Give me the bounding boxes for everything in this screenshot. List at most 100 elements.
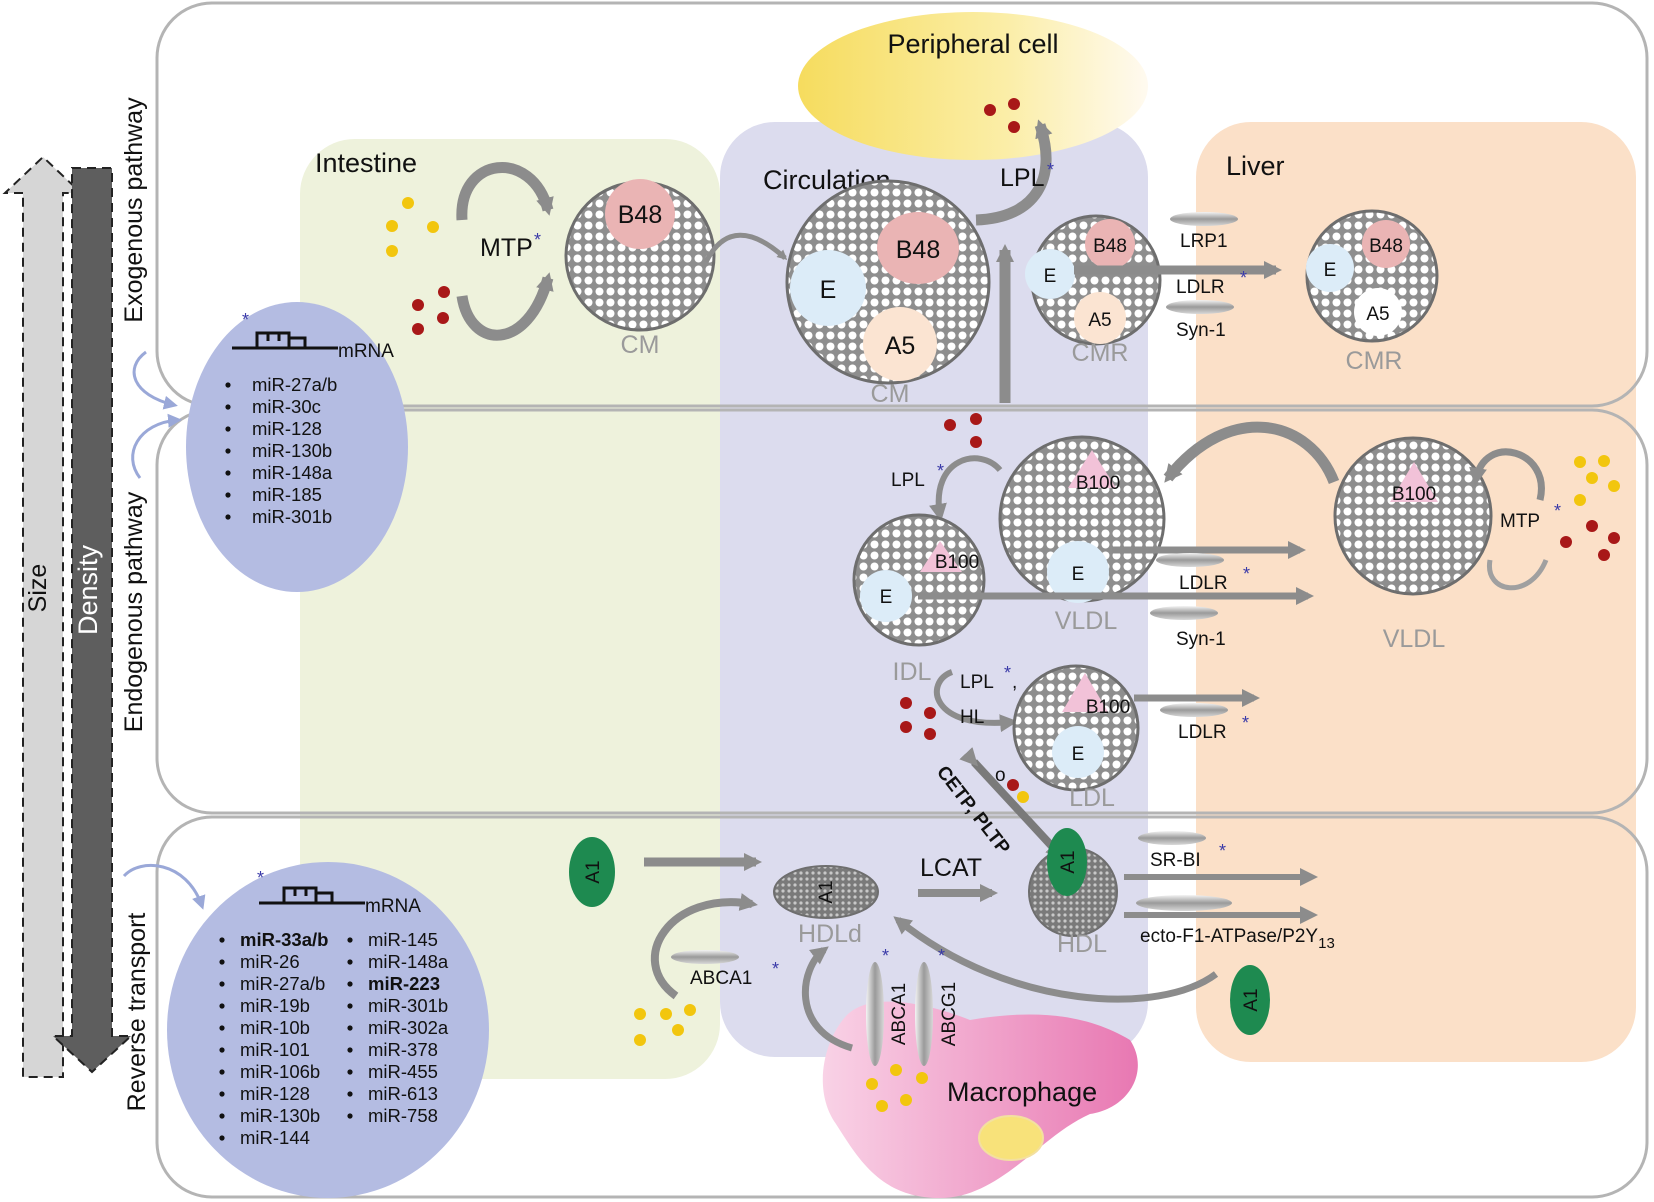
reverse-transport-label: Reverse transport xyxy=(123,913,151,1112)
mrna-glyph-top xyxy=(232,331,338,350)
a1-label: A1 xyxy=(583,860,604,883)
idl-particle: B100 E xyxy=(852,513,986,647)
list-bullet xyxy=(347,1025,353,1031)
o-label: o xyxy=(995,765,1006,786)
list-bullet xyxy=(225,470,231,476)
cmr-particle-liver: B48 E A5 xyxy=(1305,209,1439,343)
macrophage-cholesterol-dots xyxy=(866,1064,928,1112)
apo-e-label: E xyxy=(820,276,837,304)
lpl-hl-comma: , xyxy=(1012,672,1017,693)
list-bullet xyxy=(347,981,353,987)
abca1-label-left: ABCA1 xyxy=(690,968,752,989)
abca1-star-left: * xyxy=(772,959,779,979)
abca1-star-macrophage: * xyxy=(882,946,889,966)
hdl-label: HDL xyxy=(1057,930,1107,958)
list-bullet xyxy=(219,1047,225,1053)
mirna-item: miR-26 xyxy=(240,951,300,972)
a1-label: A1 xyxy=(1241,988,1262,1011)
syn1-receptor-endogenous xyxy=(1150,606,1218,620)
ldl-particle: B100 E xyxy=(1012,664,1140,792)
macrophage-efflux-arrow xyxy=(801,946,854,1052)
ldlr-star-exogenous: * xyxy=(1240,268,1247,288)
mirna-bubble-bottom xyxy=(167,862,489,1198)
mrna-star-bottom: * xyxy=(257,868,264,888)
hdld-label: HDLd xyxy=(798,920,862,948)
size-label: Size xyxy=(24,564,52,613)
apo-e-label: E xyxy=(1324,260,1337,281)
cm-label-intestine: CM xyxy=(621,331,660,359)
list-bullet xyxy=(225,382,231,388)
mirna-list-bottom: miR-33a/bmiR-26miR-27a/bmiR-19bmiR-10bmi… xyxy=(219,929,449,1148)
vldl-label-liver: VLDL xyxy=(1383,625,1446,653)
list-bullet xyxy=(219,1003,225,1009)
density-arrow xyxy=(50,167,134,1074)
list-bullet xyxy=(225,492,231,498)
a5-label: A5 xyxy=(1366,304,1389,325)
b48-label: B48 xyxy=(1093,236,1127,257)
b100-label: B100 xyxy=(1086,697,1130,718)
abca1-transporter-macrophage xyxy=(866,962,884,1066)
b100-label: B100 xyxy=(1076,473,1120,494)
lpl-hl-star: * xyxy=(1004,663,1011,683)
list-bullet xyxy=(225,448,231,454)
ldlr-star-ldl: * xyxy=(1242,713,1249,733)
mtp-arrow-liver-lower xyxy=(1487,558,1549,591)
endogenous-pathway-frame xyxy=(155,408,1649,815)
a1-free-apo xyxy=(569,837,615,907)
ldlr-label-endogenous: LDLR xyxy=(1179,573,1228,594)
vldl-secretion-arrow xyxy=(1163,421,1340,485)
syn1-receptor-exogenous xyxy=(1166,300,1234,314)
lpl-arrow-endogenous xyxy=(929,455,1003,522)
list-bullet xyxy=(219,1091,225,1097)
list-bullet xyxy=(219,1025,225,1031)
vldl-particle-liver: B100 xyxy=(1333,436,1493,596)
mirna-item: miR-128 xyxy=(240,1083,310,1104)
list-bullet xyxy=(225,514,231,520)
mirna-item: miR-301b xyxy=(368,995,448,1016)
lpl-label-endogenous: LPL xyxy=(891,470,925,491)
abca1-receptor-left xyxy=(671,950,739,964)
lpl-arrow-exogenous xyxy=(975,119,1053,226)
cmr-label-circulation: CMR xyxy=(1072,339,1129,367)
abcg1-label-macrophage: ABCG1 xyxy=(939,982,960,1046)
abcg1-transporter-macrophage xyxy=(915,962,933,1066)
list-bullet xyxy=(219,981,225,987)
mirna-item: miR-378 xyxy=(368,1039,438,1060)
size-arrow xyxy=(2,155,84,1078)
a5-label: A5 xyxy=(885,332,916,360)
list-bullet xyxy=(219,1113,225,1119)
mtp-label-intestine: MTP xyxy=(480,234,533,262)
liver-cholesterol-dots xyxy=(1574,455,1620,506)
list-bullet xyxy=(347,959,353,965)
mirna-item: miR-130b xyxy=(252,440,332,461)
abcg1-star-macrophage: * xyxy=(938,946,945,966)
mtp-arrow-upper xyxy=(456,162,554,221)
ecto-label: ecto-F1-ATPase/P2Y13 xyxy=(1140,926,1335,952)
mirna-item: miR-10b xyxy=(240,1017,310,1038)
b48-label: B48 xyxy=(1369,236,1403,257)
mtp-arrow-lower xyxy=(456,272,554,341)
list-bullet xyxy=(219,937,225,943)
mirna-item: miR-613 xyxy=(368,1083,438,1104)
mirna-item: miR-33a/b xyxy=(240,929,328,950)
intestine-cholesterol-dots xyxy=(386,197,439,257)
mirna-item: miR-758 xyxy=(368,1105,438,1126)
list-bullet xyxy=(347,1091,353,1097)
cm-secretion-arrow xyxy=(703,232,788,264)
peripheral-cell xyxy=(798,12,1148,160)
mirna-item: miR-302a xyxy=(368,1017,449,1038)
lrp1-receptor xyxy=(1170,212,1238,226)
vldl-particle-circulation: B100 E xyxy=(998,435,1166,603)
mirna-item: miR-106b xyxy=(240,1061,320,1082)
cmr-particle-circulation: B48 E A5 xyxy=(1025,214,1162,346)
abca1-label-macrophage: ABCA1 xyxy=(889,983,910,1045)
srbi-label: SR-BI xyxy=(1150,850,1201,871)
b100-label: B100 xyxy=(1392,484,1436,505)
mirna-item: miR-144 xyxy=(240,1127,310,1148)
mirna-item: miR-148a xyxy=(252,462,333,483)
a1-label: A1 xyxy=(1058,850,1079,873)
exchange-triglyceride-dot xyxy=(1007,779,1019,791)
reverse-transport-frame xyxy=(155,815,1649,1199)
intestine-efflux-cholesterol-dots xyxy=(634,1004,696,1046)
